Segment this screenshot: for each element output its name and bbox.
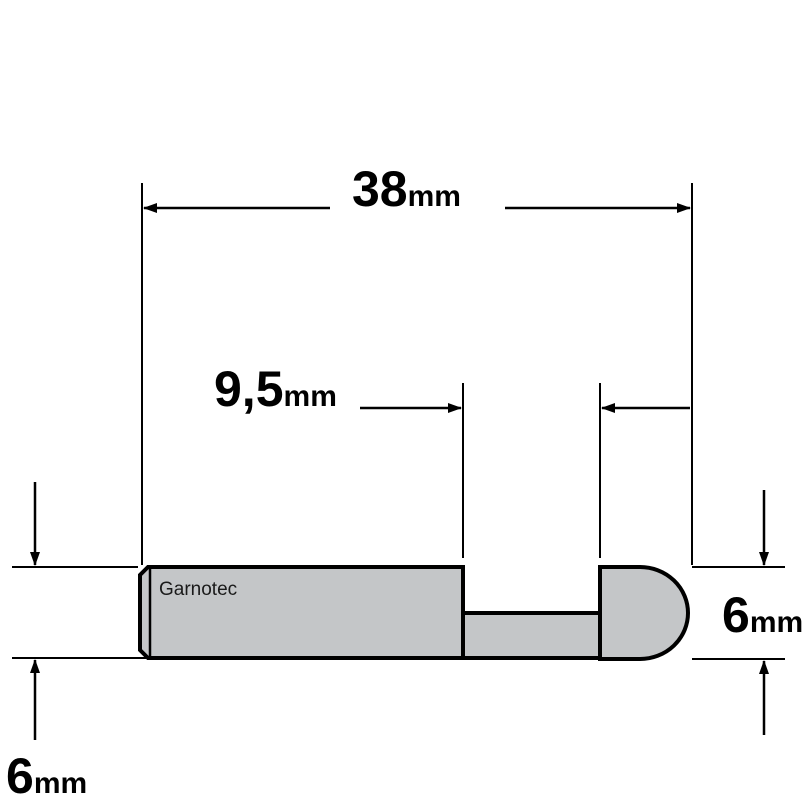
- dimension-cutting-length: 9,5mm: [214, 361, 690, 558]
- tool-body: Garnotec: [138, 565, 690, 661]
- brand-label: Garnotec: [159, 579, 237, 600]
- cutting-length-label: 9,5mm: [214, 361, 337, 417]
- tool-neck: [461, 611, 602, 660]
- cutting-head: [598, 565, 690, 661]
- dimension-cutting-diameter: 6mm: [692, 490, 803, 735]
- tool-shank: [138, 565, 465, 660]
- shank-diameter-label: 6mm: [6, 748, 87, 800]
- overall-length-label: 38mm: [352, 161, 461, 217]
- dimension-overall-length: 38mm: [141, 161, 693, 565]
- dimension-shank-diameter: 6mm: [6, 482, 146, 800]
- cutting-diameter-label: 6mm: [722, 587, 803, 643]
